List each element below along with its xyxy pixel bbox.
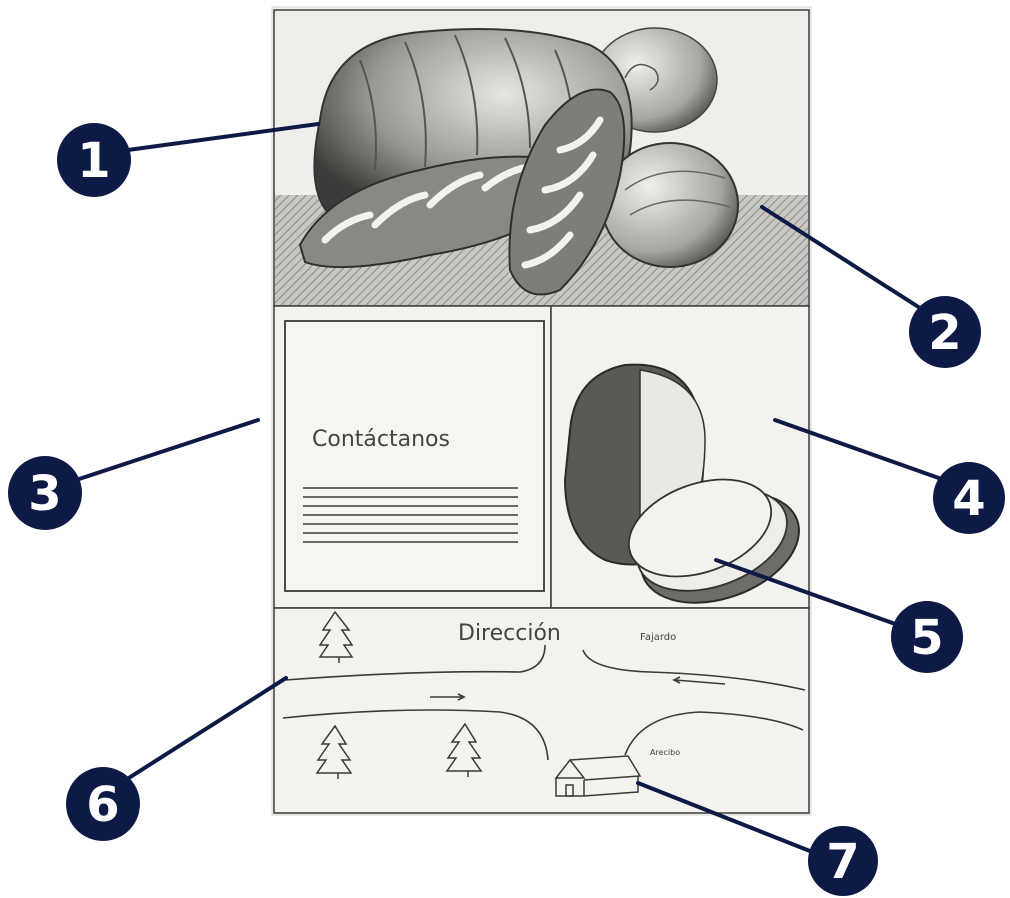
callout-number-4: 4	[952, 471, 985, 527]
leader-line-3	[70, 420, 258, 482]
callout-badge-4: 4	[933, 462, 1005, 534]
callout-badge-7: 7	[808, 826, 878, 896]
callout-number-5: 5	[910, 610, 943, 666]
contact-heading: Contáctanos	[312, 427, 450, 452]
callout-number-7: 7	[826, 834, 859, 890]
directions-map-panel: Dirección Fajardo Arecibo	[274, 608, 809, 813]
road-label-top: Fajardo	[640, 632, 676, 643]
callout-number-1: 1	[77, 133, 110, 189]
callout-badge-6: 6	[66, 767, 140, 841]
contact-panel: Contáctanos	[274, 306, 551, 608]
callout-number-3: 3	[28, 466, 61, 522]
sliced-bread-panel	[551, 306, 814, 623]
callout-badge-3: 3	[8, 456, 82, 530]
contact-card	[285, 321, 544, 591]
road-label-bottom: Arecibo	[650, 748, 680, 757]
callout-badge-5: 5	[891, 601, 963, 673]
hero-image-panel	[274, 10, 809, 306]
callout-badge-2: 2	[909, 296, 981, 368]
callout-number-6: 6	[86, 777, 119, 833]
leader-line-6	[113, 678, 286, 788]
address-heading: Dirección	[458, 621, 561, 646]
callout-badge-1: 1	[57, 123, 131, 197]
callout-number-2: 2	[928, 305, 961, 361]
